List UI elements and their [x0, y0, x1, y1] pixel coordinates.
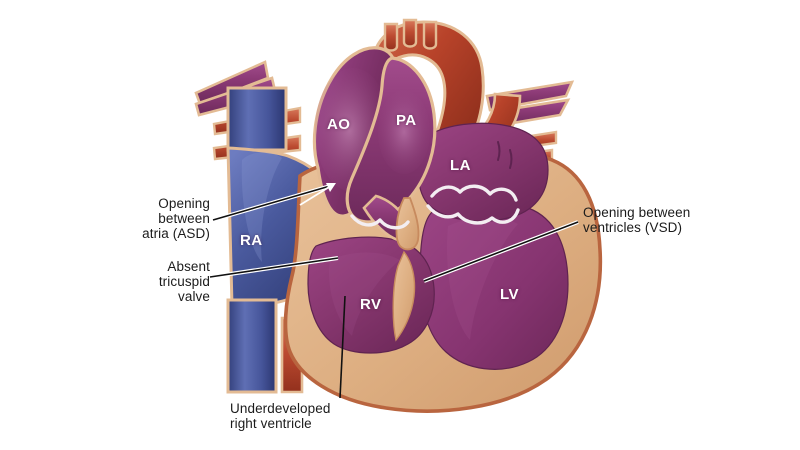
- pulmonary-valve-leaflets: [350, 214, 410, 230]
- callout-opening-between-ventricles: Opening between ventricles (VSD): [583, 205, 691, 235]
- left-ventricle-highlight: [446, 217, 518, 340]
- vsd-leader-line: [423, 221, 579, 282]
- asd-leader-line: [212, 185, 331, 221]
- valve-group: [350, 184, 520, 230]
- right-ventricle-group: [307, 236, 435, 354]
- mitral-valve-lower-edge: [426, 204, 520, 225]
- brachiocephalic-trunk: [383, 22, 399, 52]
- tricuspid-leader-line: [209, 257, 339, 278]
- leader-lines-group: [209, 183, 579, 399]
- callout-absent-tricuspid-valve: Absent tricuspid valve: [158, 259, 210, 304]
- asd-flow-arrow-head: [326, 183, 336, 192]
- pulmonary-artery-lumen-glow: [378, 90, 430, 174]
- pectinate-slit-2: [509, 149, 513, 169]
- left-atrium-group: [417, 122, 549, 222]
- underdeveloped-rv-leader-line: [339, 295, 346, 399]
- left-atrium-chamber: [417, 122, 549, 222]
- superior-vena-cava: [226, 86, 288, 152]
- pectinate-slit-1: [497, 141, 501, 161]
- great-vessels-group: [312, 46, 437, 251]
- callout-opening-between-atria: Opening between atria (ASD): [142, 196, 210, 241]
- right-ventricle-highlight: [328, 252, 400, 336]
- callout-underdeveloped-right-ventricle: Underdeveloped right ventricle: [230, 401, 331, 431]
- interventricular-septum: [392, 250, 416, 342]
- left-subclavian-artery: [422, 20, 438, 50]
- inferior-vena-cava: [226, 298, 278, 394]
- left-ventricle-group: [419, 201, 569, 370]
- mitral-valve-leaflets: [430, 184, 518, 202]
- left-carotid-artery: [402, 18, 418, 48]
